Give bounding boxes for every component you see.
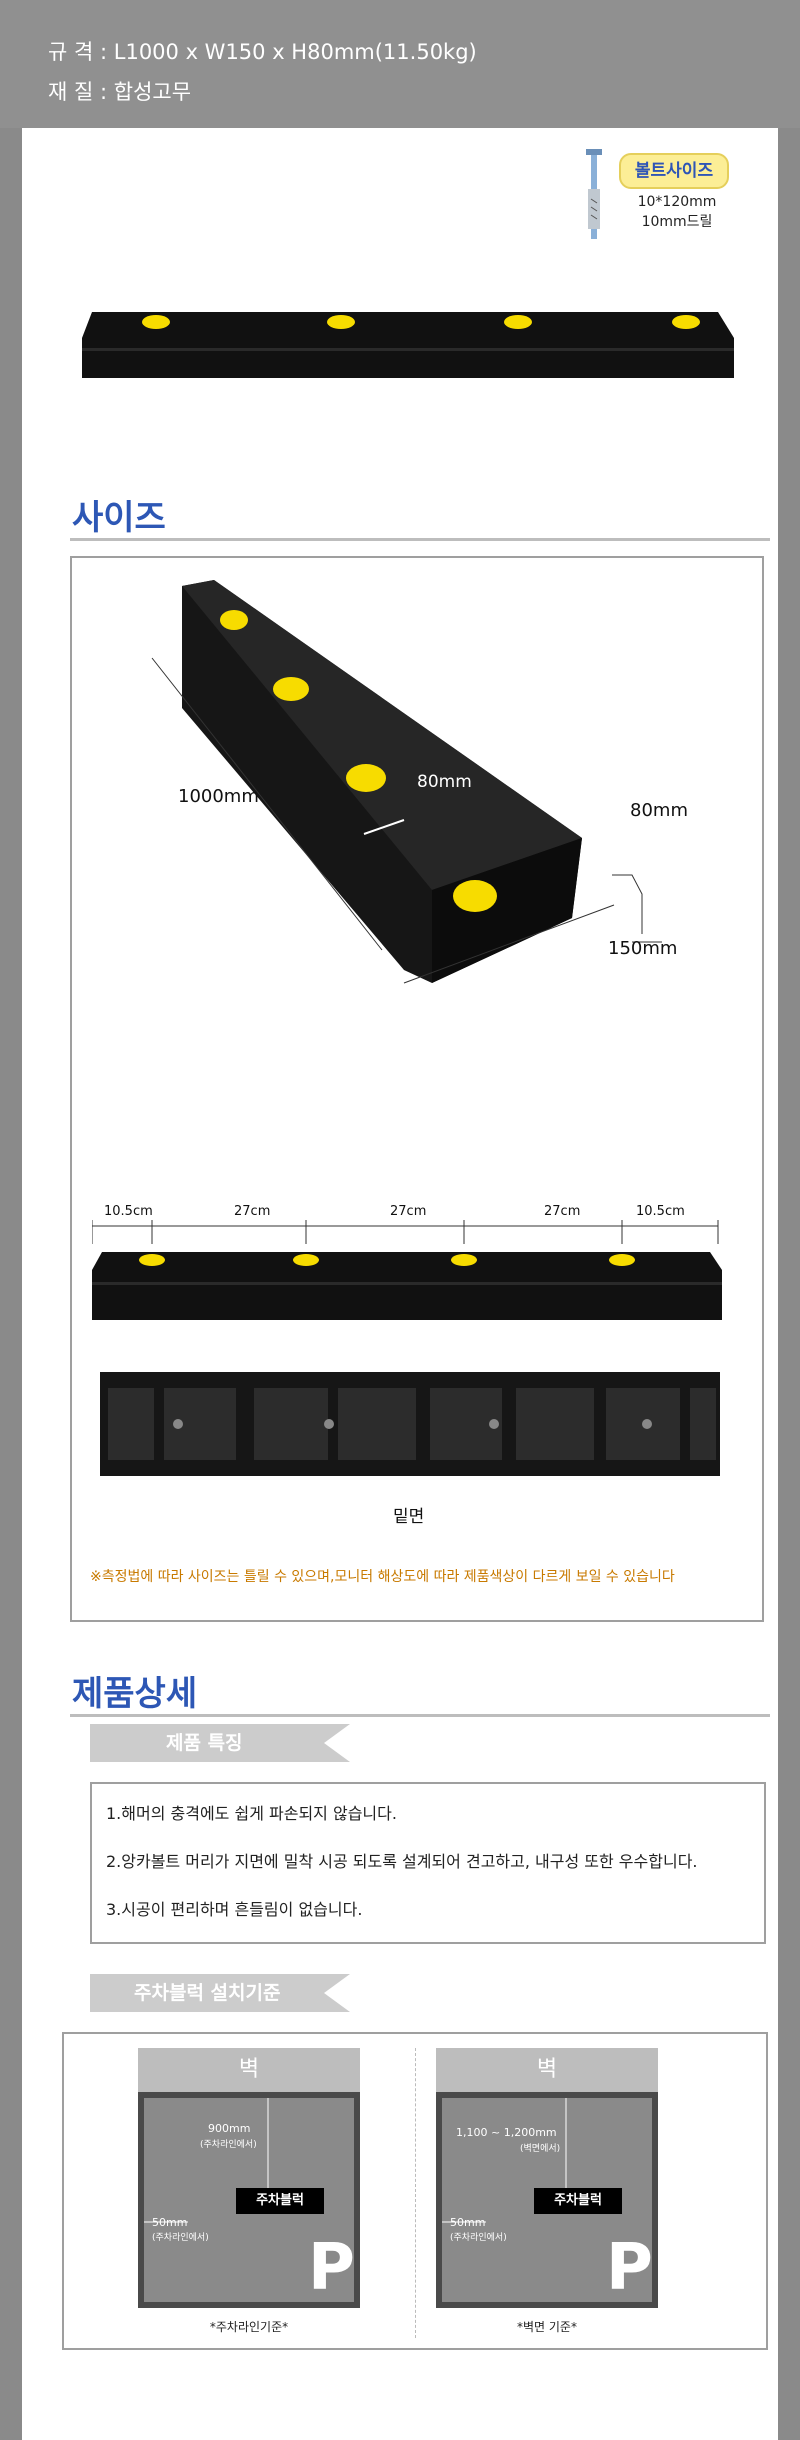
material-row: 재 질 : 합성고무 xyxy=(48,72,800,112)
spacing-label-5: 10.5cm xyxy=(636,1204,685,1219)
divider xyxy=(70,1714,770,1717)
bolt-size-label: 볼트사이즈 xyxy=(619,153,729,189)
side-text: 50mm xyxy=(152,2216,188,2229)
diagram-label: *벽면 기준* xyxy=(517,2320,577,2334)
size-caption: ※측정법에 따라 사이즈는 틀릴 수 있으며,모니터 해상도에 따라 제품색상이… xyxy=(90,1569,675,1585)
dot xyxy=(139,1254,165,1266)
features-box xyxy=(90,1782,766,1944)
material-label: 재 질 : xyxy=(48,80,108,104)
distance-text: 900mm xyxy=(208,2122,251,2135)
spec-header: 규 격 : L1000 x W150 x H80mm(11.50kg) 재 질 … xyxy=(0,0,800,128)
side-note: (주차라인에서) xyxy=(152,2233,209,2243)
dot xyxy=(451,1254,477,1266)
detail-section-title: 제품상세 xyxy=(72,1674,198,1714)
spacing-label-3: 27cm xyxy=(390,1204,427,1219)
size-section-title: 사이즈 xyxy=(72,498,166,538)
bottom-width-label: 150mm xyxy=(608,938,678,959)
spacing-label-1: 10.5cm xyxy=(104,1204,153,1219)
dot xyxy=(142,315,170,329)
side-text: 50mm xyxy=(450,2216,486,2229)
feature-2: 2.앙카볼트 머리가 지면에 밀착 시공 되도록 설계되어 견고하고, 내구성 … xyxy=(106,1852,698,1871)
parking-block: 주차블럭 xyxy=(534,2188,622,2214)
parking-block: 주차블럭 xyxy=(236,2188,324,2214)
features-tab-label: 제품 특징 xyxy=(166,1732,243,1754)
spec-row: 규 격 : L1000 x W150 x H80mm(11.50kg) xyxy=(48,32,800,72)
dot xyxy=(273,677,309,701)
wall-label: 벽 xyxy=(436,2048,658,2092)
top-width-label: 80mm xyxy=(417,772,472,792)
bolt-spec-2: 10mm드릴 xyxy=(641,214,713,230)
install-tab-label: 주차블럭 설치기준 xyxy=(134,1982,281,2004)
material-value: 합성고무 xyxy=(113,80,192,104)
diagram-label: *주차라인기준* xyxy=(209,2320,289,2334)
distance-text: 1,100 ~ 1,200mm xyxy=(456,2126,557,2139)
dot xyxy=(609,1254,635,1266)
side-note: (주차라인에서) xyxy=(450,2233,507,2243)
dot xyxy=(453,880,497,912)
wall-label: 벽 xyxy=(138,2048,360,2092)
guide-lines xyxy=(442,2098,567,2223)
tab-notch xyxy=(324,1974,350,2012)
parking-p-icon: P xyxy=(606,2231,653,2305)
dot xyxy=(220,610,248,630)
bottom-label: 밑면 xyxy=(393,1507,425,1527)
spacing-diagram xyxy=(92,1220,722,1320)
spacing-label-4: 27cm xyxy=(544,1204,581,1219)
parking-p-icon: P xyxy=(308,2231,355,2305)
guide-lines xyxy=(144,2098,269,2223)
spacing-label-2: 27cm xyxy=(234,1204,271,1219)
feature-1: 1.해머의 충격에도 쉽게 파손되지 않습니다. xyxy=(106,1804,397,1823)
bottom-view xyxy=(100,1372,720,1476)
product-image xyxy=(82,312,734,378)
dot xyxy=(504,315,532,329)
divider xyxy=(415,2048,416,2338)
install-diagram-wall: 벽 1,100 ~ 1,200mm (벽면에서) 주차블럭 50mm (주차라인… xyxy=(436,2048,658,2334)
content-panel: 볼트사이즈 10*120mm 10mm드릴 사이즈 1000mm 80mm 80… xyxy=(22,128,778,2440)
bolt-spec-1: 10*120mm xyxy=(637,194,717,210)
features-tab: 제품 특징 xyxy=(90,1724,350,1762)
length-label: 1000mm xyxy=(178,786,259,807)
divider xyxy=(70,538,770,541)
dot xyxy=(346,764,386,792)
install-tab: 주차블럭 설치기준 xyxy=(90,1974,350,2012)
distance-note: (주차라인에서) xyxy=(200,2140,257,2150)
bolt-icon xyxy=(586,149,602,239)
install-diagram-line: 벽 900mm (주차라인에서) 주차블럭 50mm (주차라인에서) P *주… xyxy=(138,2048,360,2334)
dot xyxy=(293,1254,319,1266)
height-label: 80mm xyxy=(630,800,688,821)
distance-note: (벽면에서) xyxy=(520,2144,561,2154)
spec-label: 규 격 : xyxy=(48,40,108,64)
spec-value: L1000 x W150 x H80mm(11.50kg) xyxy=(113,40,477,64)
dot xyxy=(327,315,355,329)
feature-3: 3.시공이 편리하며 흔들림이 없습니다. xyxy=(106,1900,363,1919)
perspective-diagram xyxy=(151,580,662,984)
dot xyxy=(672,315,700,329)
tab-notch xyxy=(324,1724,350,1762)
